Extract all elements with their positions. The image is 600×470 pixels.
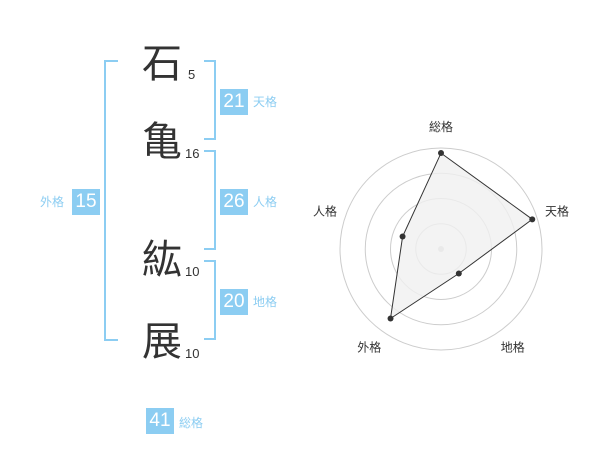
tenkaku-label: 天格: [253, 95, 278, 109]
radar-point-4: [387, 315, 394, 322]
stroke-count-3: 10: [185, 264, 200, 279]
jinkaku-bracket: [204, 150, 216, 250]
name-char-1: 石: [142, 41, 182, 87]
radar-point-1: [438, 150, 444, 157]
jinkaku-label: 人格: [253, 195, 278, 209]
name-char-2: 亀: [142, 119, 182, 165]
radar-area: [389, 152, 534, 320]
chikaku-value: 20: [220, 289, 248, 315]
name-char-3: 紘: [142, 237, 182, 283]
radar-axis-label-3: 地格: [501, 340, 525, 355]
radar-ring: [339, 147, 543, 351]
chikaku-label: 地格: [253, 295, 278, 309]
gaikaku-value: 15: [72, 189, 100, 215]
radar-axis-label-5: 人格: [313, 203, 337, 218]
radar-axis-label-1: 総格: [429, 119, 453, 134]
chikaku-bracket: [204, 260, 216, 340]
radar-point-3: [455, 270, 462, 277]
stroke-count-1: 5: [188, 67, 196, 82]
soukaku-label: 総格: [179, 416, 204, 430]
name-char-4: 展: [142, 319, 182, 365]
tenkaku-value: 21: [220, 89, 248, 115]
gaikaku-label: 外格: [40, 195, 65, 209]
radar-point-2: [529, 216, 536, 223]
stroke-count-4: 10: [185, 346, 200, 361]
soukaku-value: 41: [146, 408, 174, 434]
radar-point-5: [399, 233, 406, 240]
jinkaku-value: 26: [220, 189, 248, 215]
gaikaku-bracket: [104, 60, 118, 341]
tenkaku-bracket: [204, 60, 216, 140]
stroke-count-2: 16: [185, 146, 200, 161]
radar-axis-label-4: 外格: [357, 340, 381, 355]
radar-axis-label-2: 天格: [545, 203, 569, 218]
